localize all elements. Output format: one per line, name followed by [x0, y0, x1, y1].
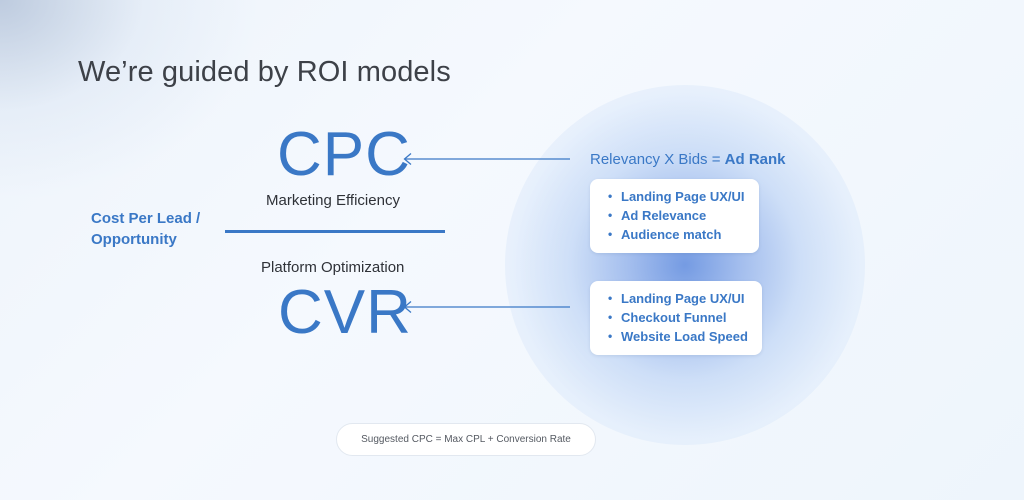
bullet-icon: • — [608, 227, 613, 241]
list-item: •Audience match — [608, 227, 722, 242]
platform-optimization-caption: Platform Optimization — [261, 259, 405, 276]
list-item: •Checkout Funnel — [608, 310, 727, 325]
list-item: •Landing Page UX/UI — [608, 189, 745, 204]
list-item: •Ad Relevance — [608, 208, 707, 223]
marketing-efficiency-caption: Marketing Efficiency — [266, 192, 400, 209]
fraction-divider-line — [225, 230, 445, 233]
suggested-cpc-formula-pill: Suggested CPC = Max CPL + Conversion Rat… — [336, 423, 596, 456]
cvr-arrow-icon — [402, 300, 572, 314]
cpc-arrow-icon — [402, 152, 572, 166]
ad-rank-bold: Ad Rank — [724, 151, 786, 168]
bullet-icon: • — [608, 208, 613, 222]
bullet-icon: • — [608, 291, 613, 305]
cost-per-lead-line-1: Cost Per Lead / — [91, 210, 201, 227]
cvr-metric-label: CVR — [278, 278, 412, 347]
bullet-icon: • — [608, 189, 613, 203]
list-item: •Landing Page UX/UI — [608, 291, 745, 306]
cpc-metric-label: CPC — [277, 120, 411, 189]
list-item: •Website Load Speed — [608, 329, 748, 344]
ad-rank-prefix: Relevancy X Bids = — [590, 151, 725, 168]
slide-title: We’re guided by ROI models — [78, 56, 451, 88]
background-glow — [505, 85, 865, 445]
cost-per-lead-line-2: Opportunity — [91, 231, 177, 248]
cvr-factors-card: •Landing Page UX/UI •Checkout Funnel •We… — [590, 281, 762, 355]
bullet-icon: • — [608, 310, 613, 324]
bullet-icon: • — [608, 329, 613, 343]
ad-rank-formula: Relevancy X Bids = Ad Rank — [590, 151, 786, 168]
cost-per-lead-label: Cost Per Lead / Opportunity — [91, 208, 200, 250]
cpc-factors-card: •Landing Page UX/UI •Ad Relevance •Audie… — [590, 179, 759, 253]
